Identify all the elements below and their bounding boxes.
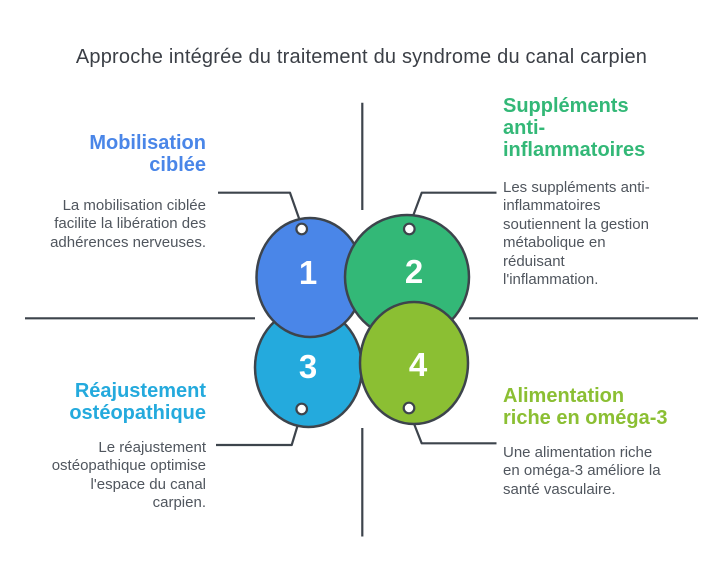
connector-mobilisation	[218, 191, 303, 227]
anchor-dot-2	[402, 222, 416, 236]
anchor-dot-4	[402, 401, 416, 415]
circle-4-alimentation	[358, 300, 470, 426]
description-mobilisation: La mobilisation ciblée facilite la libér…	[50, 197, 206, 251]
description-reajustement: Le réajustement ostéopathique optimise l…	[51, 439, 206, 512]
heading-alimentation: Alimentation riche en oméga-3	[503, 385, 668, 429]
heading-mobilisation: Mobilisation ciblée	[89, 132, 206, 176]
anchor-dot-1	[295, 222, 309, 236]
number-label-1: 1	[299, 254, 317, 291]
description-alimentation: Une alimentation riche en oméga-3 amélio…	[503, 444, 661, 498]
heading-reajustement: Réajustement ostéopathique	[69, 380, 206, 424]
number-label-2: 2	[405, 253, 423, 290]
number-label-3: 3	[299, 348, 317, 385]
heading-supplements: Suppléments anti- inflammatoires	[503, 95, 646, 161]
number-label-4: 4	[409, 346, 428, 383]
anchor-dot-3	[295, 402, 309, 416]
page-title: Approche intégrée du traitement du syndr…	[75, 46, 648, 68]
description-supplements: Les suppléments anti- inflammatoires sou…	[503, 179, 650, 289]
